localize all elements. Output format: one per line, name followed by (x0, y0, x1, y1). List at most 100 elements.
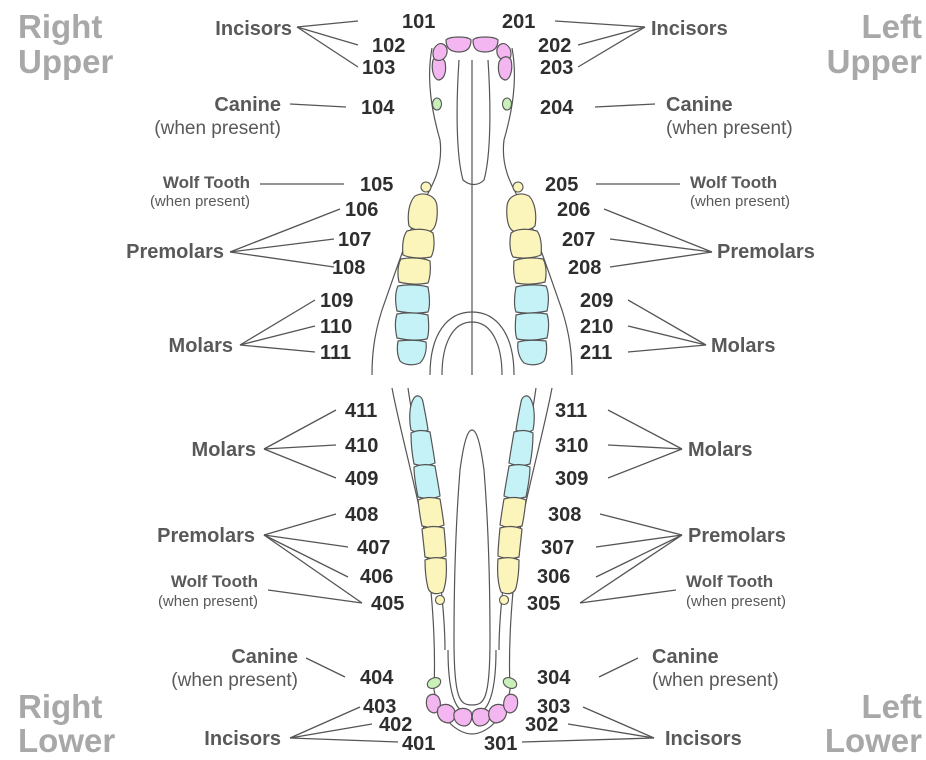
label-upper-left-incisors: Incisors (651, 18, 728, 40)
tooth-number-202: 202 (538, 35, 571, 57)
label-upper-right-canine-note: (when present) (154, 118, 281, 139)
tooth-number-104: 104 (361, 97, 395, 119)
tooth-number-103: 103 (362, 57, 395, 79)
quadrant-left-lower-line2: Lower (825, 722, 922, 755)
tooth-308 (500, 498, 526, 528)
tooth-number-102: 102 (372, 35, 405, 57)
tooth-number-404: 404 (360, 667, 394, 689)
tooth-number-411: 411 (345, 400, 377, 422)
tooth-404 (426, 676, 443, 691)
tooth-201 (473, 37, 498, 52)
quadrant-right-lower-line2: Lower (18, 722, 115, 755)
tooth-208 (514, 258, 546, 284)
tooth-number-311: 311 (555, 400, 587, 422)
tooth-number-206: 206 (557, 199, 590, 221)
label-lower-right-canine-note: (when present) (171, 670, 298, 691)
tooth-105 (421, 182, 431, 192)
tooth-number-405: 405 (371, 593, 404, 615)
quadrant-left-lower-line1: Left (862, 688, 923, 725)
tooth-409 (414, 465, 440, 499)
tooth-304 (502, 676, 519, 691)
tooth-number-308: 308 (548, 504, 581, 526)
tooth-203 (498, 57, 511, 80)
tooth-number-409: 409 (345, 468, 378, 490)
tooth-402 (437, 704, 455, 723)
tooth-101 (446, 37, 471, 52)
quadrant-right-upper-line2: Upper (18, 43, 114, 80)
tooth-110 (396, 313, 429, 340)
tooth-206 (507, 194, 536, 231)
tooth-303 (504, 694, 518, 713)
label-upper-left-canine-note: (when present) (666, 118, 793, 139)
tooth-108 (398, 258, 430, 284)
quadrant-left-upper-line1: Left (862, 8, 923, 45)
tooth-106 (408, 194, 437, 231)
tooth-number-111: 111 (320, 342, 351, 364)
tooth-207 (510, 229, 541, 258)
upper-left-cheek-teeth (507, 194, 549, 365)
tooth-211 (518, 340, 547, 364)
tooth-number-407: 407 (357, 537, 390, 559)
label-upper-right-incisors: Incisors (215, 18, 292, 40)
tooth-401 (454, 708, 472, 726)
leader-lines (230, 21, 712, 742)
tooth-number-406: 406 (360, 566, 393, 588)
tooth-104 (433, 98, 442, 110)
tooth-number-408: 408 (345, 504, 378, 526)
label-lower-right-premolars: Premolars (157, 525, 255, 547)
tooth-205 (513, 182, 523, 192)
tooth-number-211: 211 (580, 342, 612, 364)
tooth-number-109: 109 (320, 290, 353, 312)
lower-canines (426, 676, 519, 691)
lower-incisors (426, 694, 517, 726)
label-upper-left-wolf-tooth: Wolf Tooth (690, 173, 777, 192)
label-lower-right-molars: Molars (192, 439, 256, 461)
tooth-408 (418, 498, 444, 528)
tooth-number-106: 106 (345, 199, 378, 221)
label-upper-right-canine: Canine (214, 94, 281, 116)
tooth-number-410: 410 (345, 435, 378, 457)
tooth-107 (403, 229, 434, 258)
label-lower-left-molars: Molars (688, 439, 752, 461)
tooth-311 (516, 396, 534, 432)
label-upper-left-canine: Canine (666, 94, 733, 116)
tooth-number-310: 310 (555, 435, 588, 457)
tooth-number-209: 209 (580, 290, 613, 312)
quadrant-right-lower-line1: Right (18, 688, 102, 725)
tooth-209 (515, 285, 549, 313)
label-lower-left-canine: Canine (652, 646, 719, 668)
tooth-number-309: 309 (555, 468, 588, 490)
tooth-406 (425, 558, 446, 594)
label-upper-left-molars: Molars (711, 335, 775, 357)
tooth-number-307: 307 (541, 537, 574, 559)
tooth-number-207: 207 (562, 229, 595, 251)
label-lower-right-incisors: Incisors (204, 728, 281, 750)
tooth-411 (410, 396, 428, 432)
tooth-number-107: 107 (338, 229, 371, 251)
label-lower-left-wolf-tooth-note: (when present) (686, 593, 786, 610)
tooth-number-204: 204 (540, 97, 574, 119)
label-upper-right-molars: Molars (169, 335, 233, 357)
tooth-305 (500, 596, 509, 605)
lower-right-cheek-teeth (410, 396, 447, 605)
label-lower-left-incisors: Incisors (665, 728, 742, 750)
tooth-number-301: 301 (484, 733, 517, 755)
tooth-410 (411, 431, 435, 466)
lower-left-cheek-teeth (498, 396, 535, 605)
label-lower-left-canine-note: (when present) (652, 670, 779, 691)
tooth-204 (503, 98, 512, 110)
tooth-number-205: 205 (545, 174, 578, 196)
tooth-407 (422, 527, 446, 559)
tooth-number-304: 304 (537, 667, 571, 689)
tooth-number-110: 110 (320, 316, 352, 338)
label-lower-right-wolf-tooth-note: (when present) (158, 593, 258, 610)
label-lower-right-canine: Canine (231, 646, 298, 668)
tooth-310 (509, 431, 533, 466)
tooth-405 (436, 596, 445, 605)
tooth-number-302: 302 (525, 714, 558, 736)
label-upper-right-wolf-tooth-note: (when present) (150, 193, 250, 210)
label-upper-right-premolars: Premolars (126, 241, 224, 263)
tooth-number-105: 105 (360, 174, 393, 196)
